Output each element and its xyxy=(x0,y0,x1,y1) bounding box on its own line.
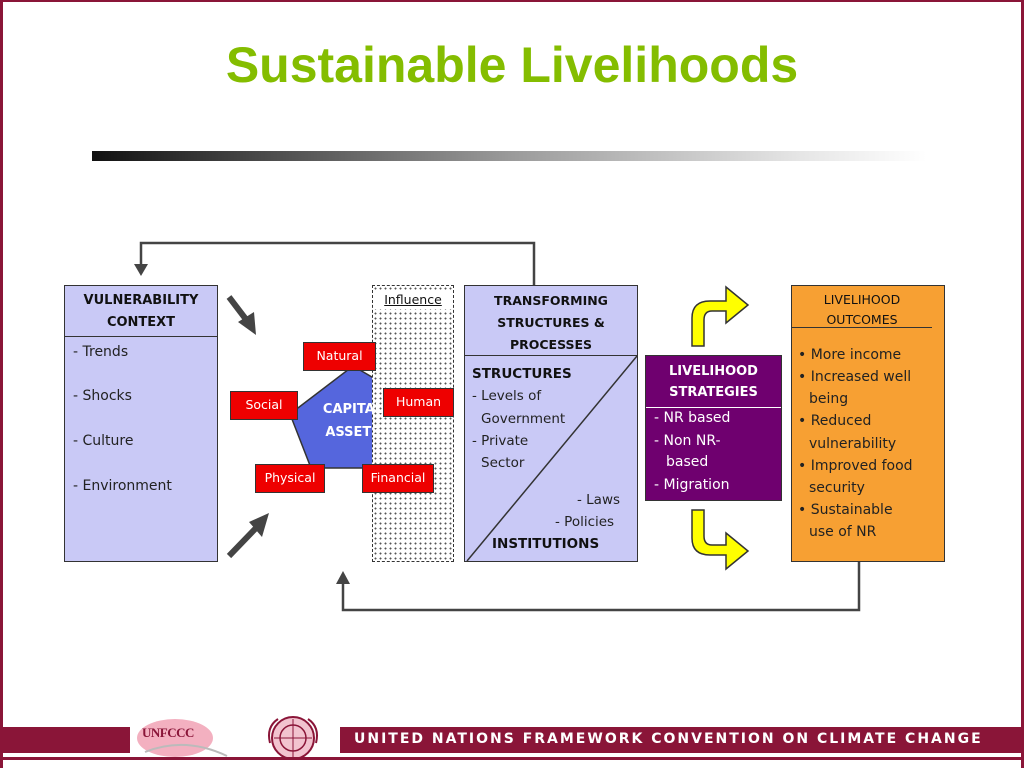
structures-item-levels: - Levels of xyxy=(472,388,542,404)
outcome-sustainable: • Sustainable xyxy=(798,502,893,518)
vulnerability-item-environment: - Environment xyxy=(73,478,172,494)
strategy-nr-based: - NR based xyxy=(654,410,731,426)
structures-institutions-divider xyxy=(466,355,637,561)
livelihood-outcomes-box: LIVELIHOOD OUTCOMES • More income • Incr… xyxy=(791,285,945,562)
strategies-heading: LIVELIHOOD STRATEGIES xyxy=(646,356,781,408)
outcomes-heading: LIVELIHOOD OUTCOMES xyxy=(792,286,932,328)
structures-item-government: Government xyxy=(481,411,566,427)
institutions-item-laws: - Laws xyxy=(577,492,621,508)
outcome-being: being xyxy=(809,391,849,407)
outcome-improved-food: • Improved food xyxy=(798,458,913,474)
asset-human-tag: Human xyxy=(383,388,454,417)
outcome-security: security xyxy=(809,480,865,496)
structures-label: STRUCTURES xyxy=(472,366,572,382)
asset-social-tag: Social xyxy=(230,391,298,420)
transforming-structures-box: TRANSFORMING STRUCTURES & PROCESSES STRU… xyxy=(464,285,638,562)
yellow-arrow-up xyxy=(691,285,750,347)
unfccc-logo-text: UNFCCC xyxy=(142,725,194,740)
un-emblem-icon xyxy=(268,716,318,760)
influence-label: Influence xyxy=(373,290,453,309)
slide-title: Sustainable Livelihoods xyxy=(225,37,799,93)
yellow-arrow-down xyxy=(691,509,750,571)
institutions-label: INSTITUTIONS xyxy=(492,536,600,552)
strategy-migration: - Migration xyxy=(654,477,730,493)
bottom-feedback-line xyxy=(341,562,861,612)
institutions-item-policies: - Policies xyxy=(555,514,615,530)
outcome-vulnerability: vulnerability xyxy=(809,436,897,452)
transforming-heading: TRANSFORMING STRUCTURES & PROCESSES xyxy=(465,286,637,356)
footer-title: UNITED NATIONS FRAMEWORK CONVENTION ON C… xyxy=(354,731,983,747)
strategy-non-nr: - Non NR- xyxy=(654,433,721,449)
structures-item-private: - Private xyxy=(472,433,529,449)
top-feedback-line xyxy=(139,241,536,285)
influence-area: Influence xyxy=(372,285,454,562)
unfccc-logo xyxy=(137,719,228,757)
asset-physical-tag: Physical xyxy=(255,464,325,493)
livelihood-strategies-box: LIVELIHOOD STRATEGIES - NR based - Non N… xyxy=(645,355,782,501)
vulnerability-context-box: VULNERABILITY CONTEXT - Trends - Shocks … xyxy=(64,285,218,562)
bottom-feedback-arrowhead xyxy=(336,571,350,584)
vulnerability-heading: VULNERABILITY CONTEXT xyxy=(65,286,217,337)
footer-bottom-line xyxy=(0,757,1024,760)
asset-financial-tag: Financial xyxy=(362,464,434,493)
capital-assets-label: CAPITAL ASSETS xyxy=(322,402,384,440)
title-gradient-rule xyxy=(92,151,927,161)
top-feedback-arrowhead xyxy=(134,264,148,276)
outcome-reduced: • Reduced xyxy=(798,413,872,429)
structures-item-sector: Sector xyxy=(481,455,525,471)
vulnerability-item-trends: - Trends xyxy=(73,344,129,360)
assets-to-vuln-arrow-bottom xyxy=(226,524,260,559)
vulnerability-item-culture: - Culture xyxy=(73,433,134,449)
outcome-use-of-nr: use of NR xyxy=(809,524,877,540)
asset-natural-tag: Natural xyxy=(303,342,376,371)
outcome-increased-well: • Increased well xyxy=(798,369,912,385)
outcome-more-income: • More income xyxy=(798,347,902,363)
vulnerability-item-shocks: - Shocks xyxy=(73,388,132,404)
strategy-non-nr-based: based xyxy=(666,454,709,470)
